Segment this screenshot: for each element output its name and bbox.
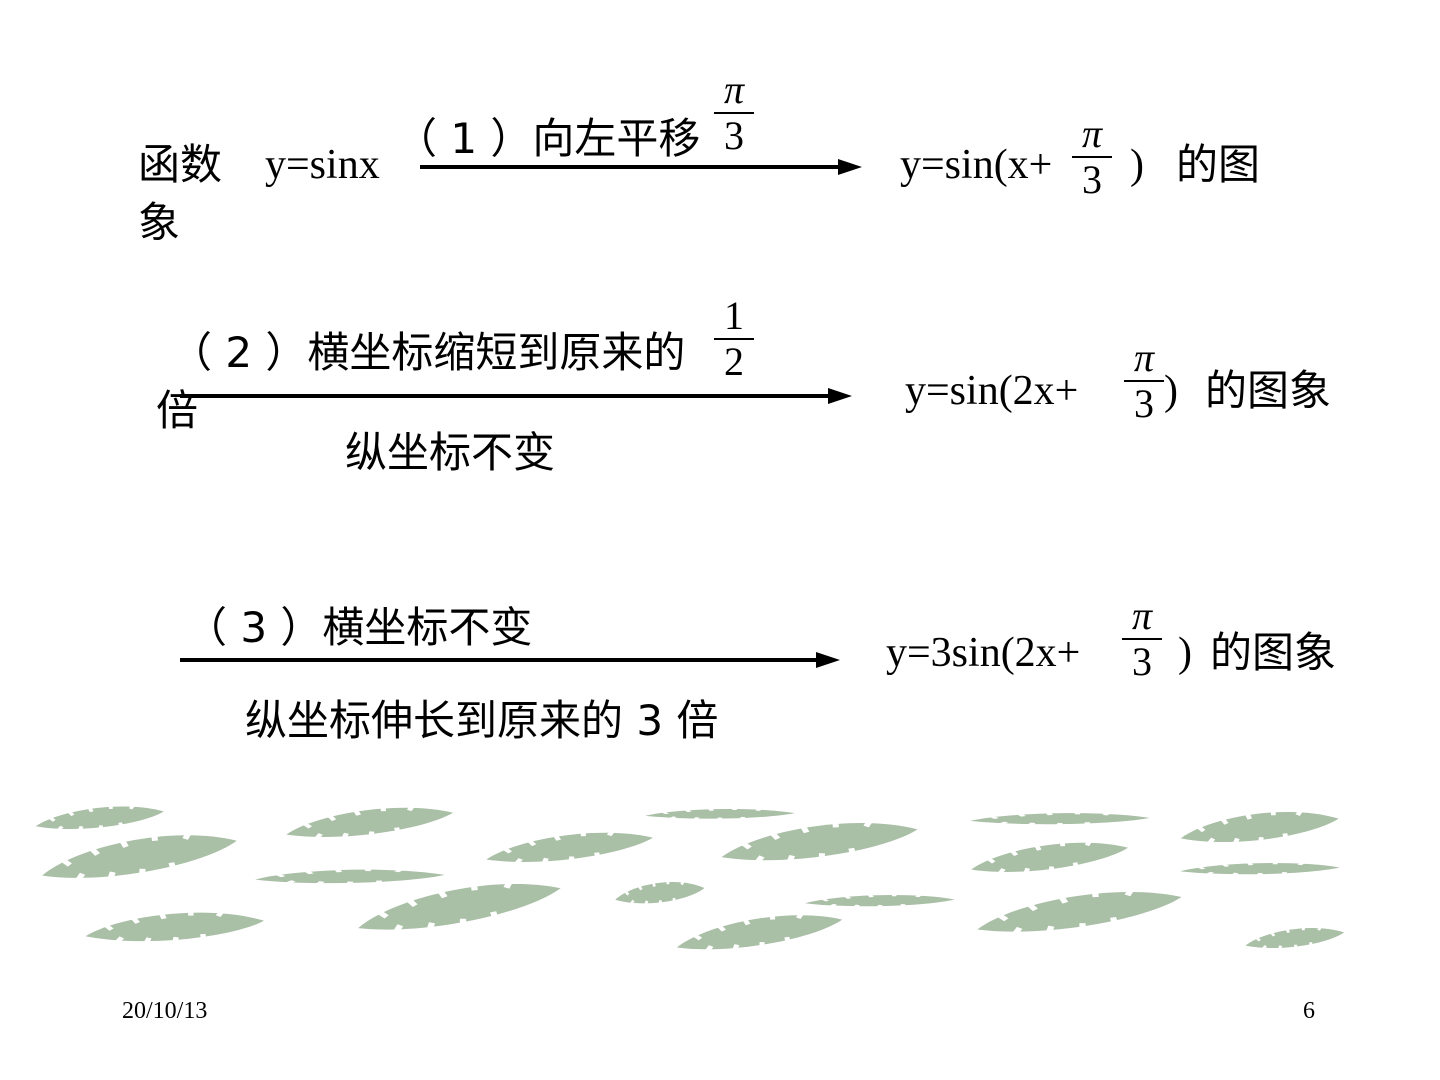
row3-result-pre: y=3sin(2x+ <box>886 630 1081 676</box>
row1-prefix-line2: 象 <box>138 198 181 247</box>
leaf-icon <box>669 898 848 966</box>
fraction-bar <box>1124 380 1164 382</box>
row2-result-fraction: π 3 <box>1124 338 1164 424</box>
row1-source-formula: y=sinx <box>265 142 380 188</box>
leaf-icon <box>480 818 658 877</box>
leaf-icon <box>1176 797 1343 858</box>
row1-arrow <box>420 159 862 175</box>
leaf-icon <box>82 899 268 956</box>
leaf-icon <box>644 805 796 823</box>
fraction-numerator: π <box>1131 593 1153 638</box>
fraction-numerator: π <box>1133 335 1155 380</box>
row2-arrow <box>180 388 852 404</box>
row1-result-post: ) <box>1130 142 1144 188</box>
fraction-numerator: π <box>723 67 745 112</box>
leaf-icon <box>969 809 1151 829</box>
leaf-icon <box>253 864 446 889</box>
row3-arrow <box>180 652 840 668</box>
fraction-bar <box>1122 638 1162 640</box>
leaf-icon <box>611 870 708 916</box>
row1-result-tail: 的图 <box>1176 140 1261 189</box>
page-number: 6 <box>1303 998 1315 1024</box>
fraction-numerator: π <box>1081 111 1103 156</box>
fraction-denominator: 2 <box>724 339 744 384</box>
row3-below-label: 纵坐标伸长到原来的 3 倍 <box>245 696 719 745</box>
row2-result-tail: 的图象 <box>1205 366 1332 415</box>
leaf-icon <box>968 872 1190 952</box>
fraction-denominator: 3 <box>1132 639 1152 684</box>
leaf-icon <box>29 793 170 843</box>
row3-step-label: （ 3 ）横坐标不变 <box>185 603 533 652</box>
row2-step-fraction: 1 2 <box>714 296 754 382</box>
row3-result-post: ) <box>1178 630 1192 676</box>
row2-result-post: ) <box>1164 368 1178 414</box>
fraction-bar <box>714 338 754 340</box>
footer-date: 20/10/13 <box>122 998 208 1024</box>
leaf-icon <box>1178 858 1341 879</box>
leaf-icon <box>1241 916 1349 960</box>
row2-below-label: 纵坐标不变 <box>345 428 556 477</box>
fraction-bar <box>1072 156 1112 158</box>
fraction-denominator: 3 <box>1134 381 1154 426</box>
fraction-denominator: 3 <box>724 113 744 158</box>
fraction-numerator: 1 <box>724 293 744 338</box>
row3-result-tail: 的图象 <box>1210 628 1337 677</box>
leaf-icon <box>280 793 458 852</box>
row2-step-label: （ 2 ）横坐标缩短到原来的 <box>170 328 686 377</box>
row1-result-pre: y=sin(x+ <box>900 142 1053 188</box>
row3-result-fraction: π 3 <box>1122 596 1162 682</box>
fraction-bar <box>714 112 754 114</box>
leaf-icon <box>965 828 1133 887</box>
row1-step-fraction: π 3 <box>714 70 754 156</box>
leaf-icon <box>803 890 956 911</box>
row2-result-pre: y=sin(2x+ <box>905 368 1079 414</box>
row1-step-label: （ 1 ）向左平移 <box>395 114 701 163</box>
row1-prefix: 函数 <box>138 140 223 189</box>
row1-result-fraction: π 3 <box>1072 114 1112 200</box>
fraction-denominator: 3 <box>1082 157 1102 202</box>
